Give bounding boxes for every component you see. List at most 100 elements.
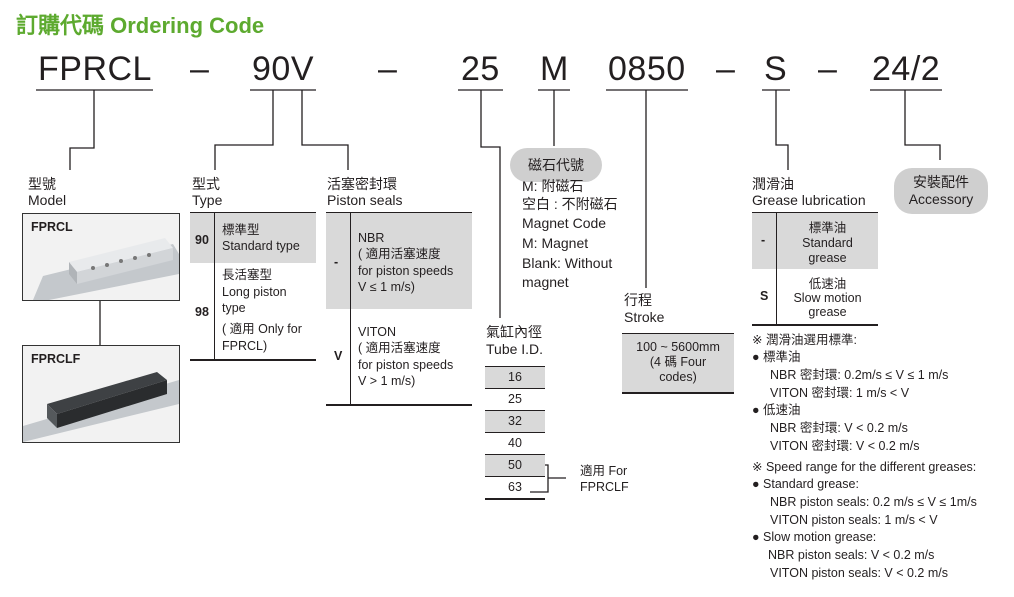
seals-row-nbr: - NBR ( 適用活塞速度 for piston speeds V ≤ 1 m… xyxy=(326,213,472,309)
tube-id-value: 50 xyxy=(485,454,545,476)
type-row-90: 90 標準型 Standard type xyxy=(190,213,316,263)
code-accessory: 24/2 xyxy=(872,50,941,88)
code-stroke: 0850 xyxy=(608,50,686,88)
note-line: NBR piston seals: V < 0.2 m/s xyxy=(768,548,935,562)
magnet-line: Magnet Code xyxy=(522,215,607,231)
seals-desc-line: for piston speeds xyxy=(358,358,454,372)
grease-desc-line: 標準油 xyxy=(808,221,847,235)
tube-id-value: 16 xyxy=(485,367,545,388)
seals-desc-line: VITON xyxy=(358,325,396,339)
type-desc-line: Long piston xyxy=(222,285,287,299)
seals-row-viton: V VITON ( 適用活塞速度 for piston speeds V > 1… xyxy=(326,309,472,404)
note-line: ● Slow motion grease: xyxy=(752,530,877,544)
code-dash-1: – xyxy=(190,50,210,88)
stroke-label-cn: 行程 xyxy=(624,292,652,308)
note-line: ※ 潤滑油選用標準: xyxy=(752,333,857,347)
seals-code: - xyxy=(334,255,339,269)
seals-desc-line: V > 1 m/s) xyxy=(358,374,416,388)
type-code: 90 xyxy=(195,233,209,247)
tube-note-cn: 適用 For xyxy=(580,464,628,478)
grease-desc-line: grease xyxy=(808,251,847,265)
grease-desc-line: 低速油 xyxy=(808,277,847,291)
model-label-en: Model xyxy=(28,192,67,208)
page-title: 訂購代碼 Ordering Code xyxy=(16,13,265,38)
tube-id-value: 32 xyxy=(485,410,545,432)
code-dash-2: – xyxy=(378,50,398,88)
type-desc-line: type xyxy=(222,301,246,315)
type-desc-line: 長活塞型 xyxy=(222,268,273,282)
type-label-en: Type xyxy=(192,192,223,208)
fprclf-photo: FPRCLF xyxy=(22,345,180,443)
code-dash-3: – xyxy=(716,50,736,88)
tube-label-cn: 氣缸內徑 xyxy=(486,324,542,340)
magnet-line: M: Magnet xyxy=(522,235,589,251)
code-model: FPRCL xyxy=(38,50,152,88)
note-line: ※ Speed range for the different greases: xyxy=(752,460,977,474)
seals-desc-line: ( 適用活塞速度 xyxy=(358,341,441,355)
tube-id-value: 40 xyxy=(485,432,545,454)
tube-label-en: Tube I.D. xyxy=(486,341,544,357)
accessory-line: 安裝配件 xyxy=(913,174,969,190)
type-desc-line: 標準型 xyxy=(222,223,260,237)
grease-desc-line: Slow motion xyxy=(793,291,862,305)
model-label-cn: 型號 xyxy=(28,176,56,192)
note-line: ● Standard grease: xyxy=(752,477,859,491)
magnet-bubble: 磁石代號 xyxy=(510,148,602,182)
note-line: ● 低速油 xyxy=(752,403,801,417)
seals-desc-line: ( 適用活塞速度 xyxy=(358,247,441,261)
stroke-range-box: 100 ~ 5600mm (4 碼 Four codes) xyxy=(622,334,734,392)
fprcl-photo: FPRCL xyxy=(22,213,180,301)
accessory-bubble: 安裝配件 Accessory xyxy=(894,168,988,214)
note-line: NBR piston seals: 0.2 m/s ≤ V ≤ 1m/s xyxy=(770,495,977,509)
stroke-label-en: Stroke xyxy=(624,309,665,325)
grease-desc-line: Standard xyxy=(802,236,853,250)
seals-code: V xyxy=(334,349,343,363)
grease-code: - xyxy=(761,233,766,247)
fprcl-cylinder-image xyxy=(33,238,179,300)
tube-id-value: 25 xyxy=(485,388,545,410)
code-grease: S xyxy=(764,50,788,88)
tube-note-en: FPRCLF xyxy=(580,480,629,494)
grease-code: S xyxy=(760,289,769,303)
type-row-98: 98 長活塞型 Long piston type ( 適用 Only for F… xyxy=(190,263,316,359)
note-line: NBR 密封環: V < 0.2 m/s xyxy=(770,421,908,435)
grease-label-en: Grease lubrication xyxy=(752,192,866,208)
stroke-line: codes) xyxy=(659,370,697,384)
magnet-line: 空白 : 不附磁石 xyxy=(522,196,618,212)
type-desc-line: Standard type xyxy=(222,239,300,253)
seals-desc-line: for piston speeds xyxy=(358,264,454,278)
type-desc-line: FPRCL) xyxy=(222,339,268,353)
magnet-line: Blank: Without xyxy=(522,255,613,271)
code-bore: 25 xyxy=(461,50,500,88)
type-label-cn: 型式 xyxy=(192,176,220,192)
seals-desc-line: V ≤ 1 m/s) xyxy=(358,280,415,294)
note-line: VITON piston seals: 1 m/s < V xyxy=(770,513,938,527)
stroke-line: (4 碼 Four xyxy=(649,355,707,369)
seals-label-en: Piston seals xyxy=(327,192,403,208)
type-desc-line: ( 適用 Only for xyxy=(222,322,302,336)
grease-desc-line: grease xyxy=(808,305,847,319)
note-line: VITON 密封環: V < 0.2 m/s xyxy=(770,439,920,453)
code-magnet: M xyxy=(540,50,569,88)
tube-id-value: 63 xyxy=(485,476,545,498)
note-line: ● 標準油 xyxy=(752,350,801,364)
code-type: 90V xyxy=(252,50,314,88)
note-line: VITON piston seals: V < 0.2 m/s xyxy=(770,566,948,580)
model-variant-fprcl: FPRCL xyxy=(31,220,73,234)
grease-row-standard: - 標準油 Standard grease xyxy=(752,213,878,269)
note-line: NBR 密封環: 0.2m/s ≤ V ≤ 1 m/s xyxy=(770,368,949,382)
note-line: VITON 密封環: 1 m/s < V xyxy=(770,386,910,400)
magnet-line: magnet xyxy=(522,274,569,290)
model-variant-fprclf: FPRCLF xyxy=(31,352,81,366)
seals-label-cn: 活塞密封環 xyxy=(327,176,397,192)
type-code: 98 xyxy=(195,305,209,319)
accessory-line: Accessory xyxy=(908,191,974,207)
code-dash-4: – xyxy=(818,50,838,88)
magnet-line: M: 附磁石 xyxy=(522,178,584,194)
grease-row-slow: S 低速油 Slow motion grease xyxy=(752,269,878,324)
grease-label-cn: 潤滑油 xyxy=(752,176,794,192)
fprclf-cylinder-image xyxy=(23,372,179,442)
seals-desc-line: NBR xyxy=(358,231,385,245)
stroke-line: 100 ~ 5600mm xyxy=(636,340,720,354)
